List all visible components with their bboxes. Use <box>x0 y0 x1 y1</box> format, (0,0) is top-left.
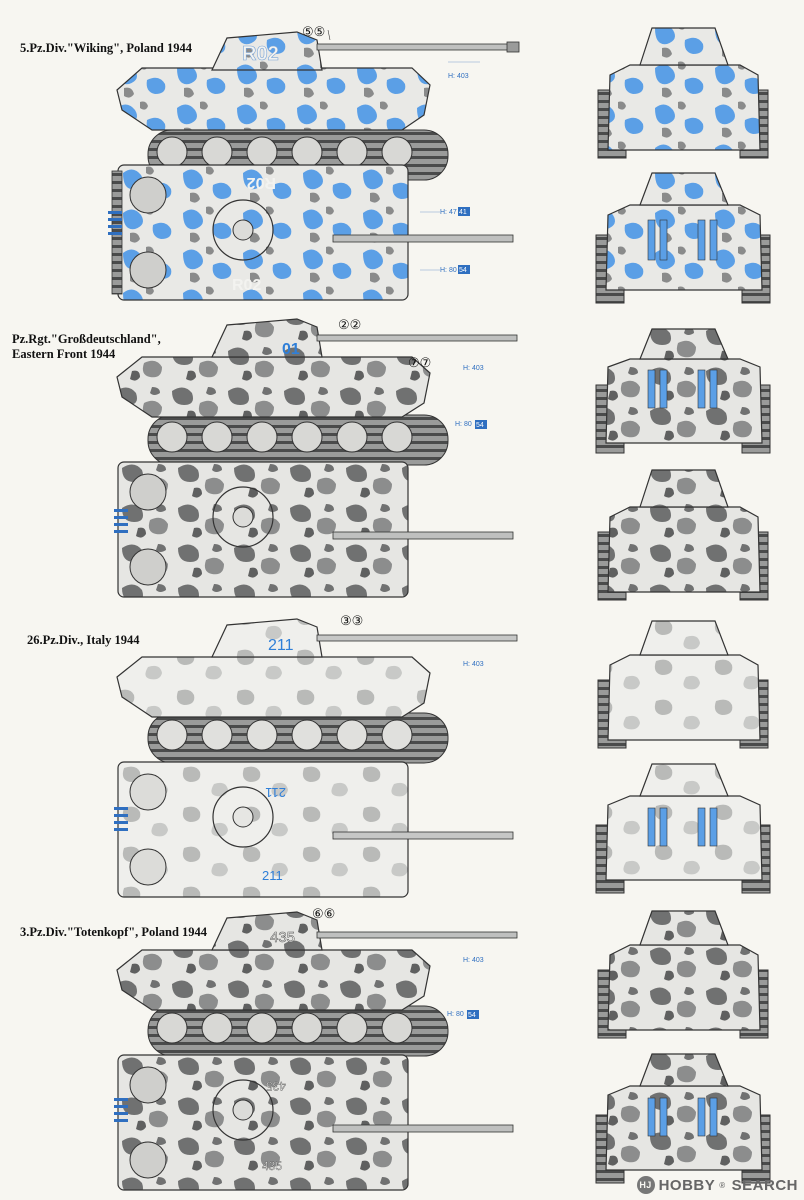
variant-3-top-view <box>117 761 514 898</box>
variant-1-top-markers: H: 47 41 H: 80 54 <box>420 207 470 274</box>
variant-2-rear-view <box>595 328 771 454</box>
variant-4-top-number-lower: 435 <box>262 1159 282 1173</box>
variant-1-top-marker-2-prefix: H: 80 <box>440 267 457 274</box>
variant-4-side-view <box>116 911 518 1057</box>
variant-3-rear-view <box>595 763 771 894</box>
variant-2-title-line2: Eastern Front 1944 <box>12 347 116 361</box>
variant-1-top-marker-1-num: 41 <box>459 209 467 216</box>
variant-3-exhaust-arrows <box>114 807 128 831</box>
variant-2-hull-ref-num: 54 <box>476 422 484 429</box>
variant-3-gun-ref: H: 403 <box>463 661 484 668</box>
variant-3-side-number: 211 <box>268 637 294 654</box>
variant-4-side-number: 435 <box>270 929 295 946</box>
variant-4-marker-callout: ⑥⑥ <box>312 906 335 921</box>
variant-1-gun-ref: H: 403 <box>448 73 469 80</box>
variant-3-top-number-lower: 211 <box>262 868 283 883</box>
variant-4-title: 3.Pz.Div."Totenkopf", Poland 1944 <box>20 925 208 939</box>
variant-4-hull-ref: H: 80 <box>447 1011 464 1018</box>
variant-4-gun-ref: H: 403 <box>463 957 484 964</box>
variant-1-marker-callout: ⑤⑤ <box>302 24 325 39</box>
variant-4-top-view <box>117 1054 514 1191</box>
variant-1-top-marker-1-prefix: H: 47 <box>440 209 457 216</box>
variant-4-hull-ref-num: 54 <box>468 1012 476 1019</box>
variant-2-front-view <box>597 469 769 601</box>
variant-1-side-view <box>116 31 520 181</box>
watermark-search: SEARCH <box>731 1176 798 1194</box>
variant-2-marker-callout-2: ⑦⑦ <box>408 355 431 370</box>
variant-4-top-number-upper: 435 <box>266 1079 286 1093</box>
variant-1-top-marker-2-num: 54 <box>459 267 467 274</box>
variant-3-title: 26.Pz.Div., Italy 1944 <box>27 633 140 647</box>
variant-3-front-view <box>597 620 769 749</box>
variant-2-gun-ref: H: 403 <box>463 365 484 372</box>
watermark-registered: ® <box>719 1180 726 1190</box>
variant-1-top-number-upper: R02 <box>247 174 276 191</box>
variant-2-hull-ref: H: 80 <box>455 421 472 428</box>
variant-3-marker-callout: ③③ <box>340 613 363 628</box>
variant-1-top-view <box>111 164 514 301</box>
variant-2-exhaust-arrows <box>114 509 128 533</box>
variant-2-top-view <box>117 461 514 598</box>
variant-2-side-view <box>116 318 518 466</box>
variant-4-rear-view <box>595 1053 771 1184</box>
hobbysearch-logo-icon: HJ <box>636 1176 655 1194</box>
hobbysearch-watermark: HJ HOBBY ® SEARCH <box>636 1176 798 1194</box>
variant-2-marker-callout: ②② <box>338 317 361 332</box>
variant-2-side-number: 01 <box>282 341 300 358</box>
variant-3-top-number-upper: 211 <box>265 785 286 800</box>
variant-4-front-view <box>597 910 769 1039</box>
watermark-hobby: HOBBY <box>658 1176 716 1194</box>
variant-1-front-view <box>597 27 769 159</box>
variant-1-rear-view <box>595 172 771 304</box>
variant-1-exhaust-arrows <box>108 211 122 235</box>
variant-1-side-number: R02 <box>242 43 279 65</box>
variant-1-title: 5.Pz.Div."Wiking", Poland 1944 <box>20 41 193 55</box>
variant-2-title-line1: Pz.Rgt."Großdeutschland", <box>12 332 161 346</box>
variant-4-exhaust-arrows <box>114 1098 128 1122</box>
variant-3-side-view <box>116 618 518 764</box>
variant-1-top-number-lower: R02 <box>232 277 261 294</box>
